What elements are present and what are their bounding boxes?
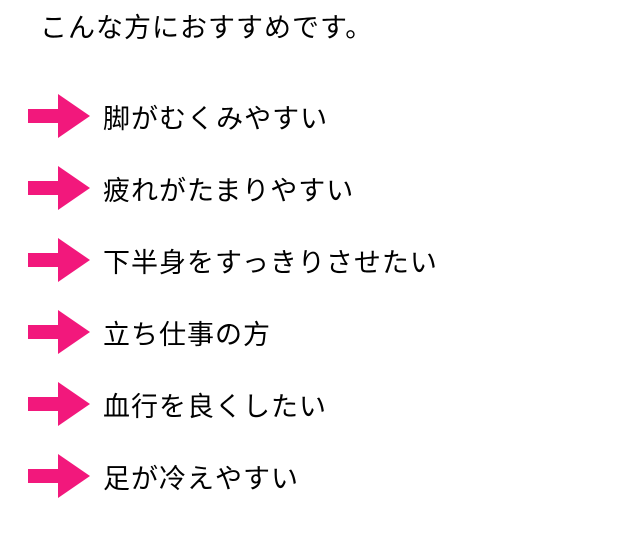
list-item-label: 疲れがたまりやすい xyxy=(103,175,355,206)
list-item: 脚がむくみやすい xyxy=(0,80,637,152)
arrow-right-icon xyxy=(28,166,90,210)
list-item: 足が冷えやすい xyxy=(0,440,637,512)
arrow-right-icon xyxy=(28,310,90,354)
list-item: 血行を良くしたい xyxy=(0,368,637,440)
arrow-right-icon xyxy=(28,238,90,282)
list-item: 疲れがたまりやすい xyxy=(0,152,637,224)
arrow-right-icon xyxy=(28,454,90,498)
list-item: 下半身をすっきりさせたい xyxy=(0,224,637,296)
arrow-right-icon xyxy=(28,382,90,426)
arrow-right-icon xyxy=(28,94,90,138)
list-item-label: 下半身をすっきりさせたい xyxy=(103,247,438,278)
list-item-label: 血行を良くしたい xyxy=(103,391,327,422)
list-item: 立ち仕事の方 xyxy=(0,296,637,368)
list-item-label: 脚がむくみやすい xyxy=(103,103,329,134)
list-item-label: 足が冷えやすい xyxy=(103,463,299,494)
page-title: こんな方におすすめです。 xyxy=(40,13,374,43)
list-item-label: 立ち仕事の方 xyxy=(103,319,271,350)
recommendation-list: 脚がむくみやすい 疲れがたまりやすい 下半身をすっきりさせたい 立ち仕事の方 血 xyxy=(0,80,637,512)
